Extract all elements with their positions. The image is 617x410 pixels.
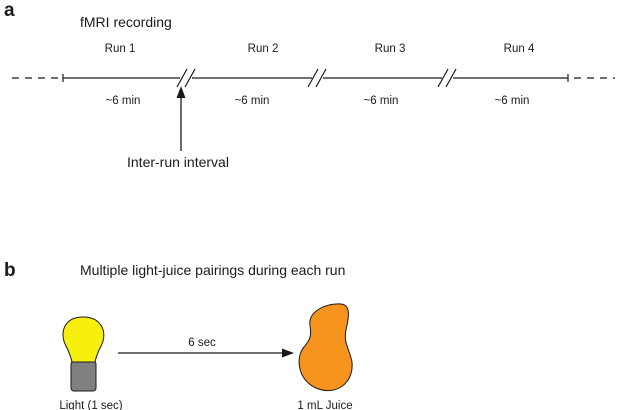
interval-arrow [176,86,186,151]
juice-drop-icon [298,303,353,392]
break-1b [184,68,196,88]
run-1-label: Run 1 [105,43,136,55]
bulb-glass [62,316,105,363]
break-2b [315,68,327,88]
timeline [12,68,615,88]
panel-b-letter: b [4,260,16,281]
interval-label: Inter-run interval [127,154,229,170]
run-4-duration: ~6 min [495,95,530,107]
run-1-duration: ~6 min [106,95,141,107]
panel-a-heading: fMRI recording [80,14,172,30]
panel-b-heading: Multiple light-juice pairings during eac… [80,262,345,278]
light-label: Light (1 sec) [59,400,122,410]
run-3-duration: ~6 min [364,95,399,107]
delay-label: 6 sec [188,337,216,349]
break-3b [445,68,457,88]
delay-arrow [118,348,294,358]
run-2-label: Run 2 [248,43,279,55]
run-3-label: Run 3 [375,43,406,55]
bulb-base [70,360,97,392]
break-2a [307,68,319,88]
light-bulb-icon [62,316,105,392]
break-3a [437,68,449,88]
break-1a [176,68,188,88]
run-2-duration: ~6 min [235,95,270,107]
run-4-label: Run 4 [504,43,535,55]
juice-label: 1 mL Juice [297,400,352,410]
panel-a-letter: a [4,0,15,21]
